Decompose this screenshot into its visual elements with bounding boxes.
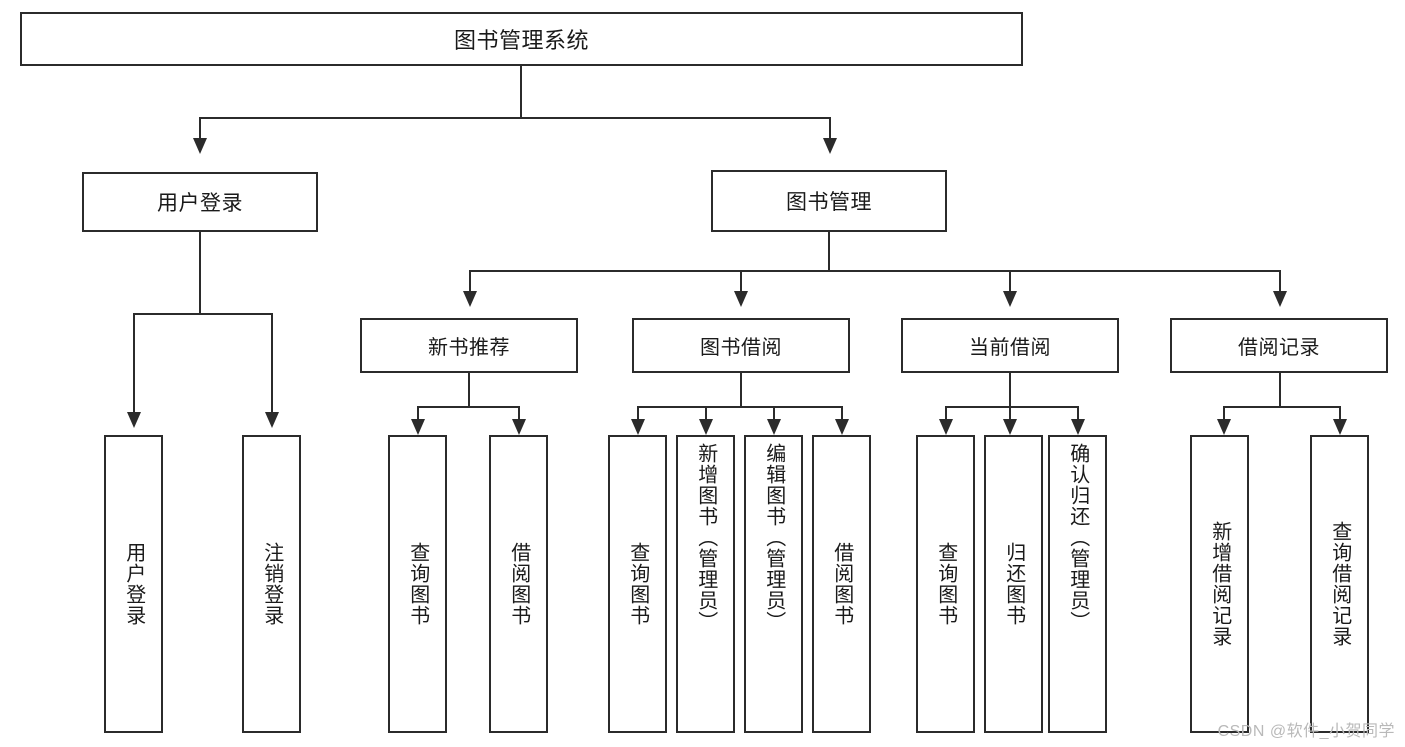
edge-br-stem (1279, 373, 1281, 407)
edge-nbr-stem (468, 373, 470, 407)
edge-root-branch-left (199, 117, 201, 140)
leaf-user-login[interactable]: 用户登录 (104, 435, 163, 733)
edge-bb-branch-4 (841, 406, 843, 420)
edge-bm-branch-4 (1279, 270, 1281, 292)
arrowhead-to-user-login-leaf (127, 412, 141, 428)
leaf-cb-confirm-return-admin[interactable]: 确认归还（管理员） (1048, 435, 1107, 733)
arrowhead-nbr-leaf-2 (512, 419, 526, 435)
edge-bm-branch-1 (469, 270, 471, 292)
leaf-br-add-record[interactable]: 新增借阅记录 (1190, 435, 1249, 733)
arrowhead-to-book-borrow (734, 291, 748, 307)
leaf-br-query-record[interactable]: 查询借阅记录 (1310, 435, 1369, 733)
edge-cb-branch-1 (945, 406, 947, 420)
edge-root-hub (199, 117, 831, 119)
node-borrow-record[interactable]: 借阅记录 (1170, 318, 1388, 373)
arrowhead-br-leaf-2 (1333, 419, 1347, 435)
edge-cb-hub (945, 406, 1079, 408)
node-new-book-recommend[interactable]: 新书推荐 (360, 318, 578, 373)
arrowhead-to-book-management (823, 138, 837, 154)
node-current-borrow[interactable]: 当前借阅 (901, 318, 1119, 373)
node-root-book-management-system[interactable]: 图书管理系统 (20, 12, 1023, 66)
arrowhead-to-current-borrow (1003, 291, 1017, 307)
edge-nbr-hub (417, 406, 520, 408)
arrowhead-to-new-book-recommend (463, 291, 477, 307)
arrowhead-to-logout-leaf (265, 412, 279, 428)
leaf-bb-borrow-books[interactable]: 借阅图书 (812, 435, 871, 733)
edge-bb-stem (740, 373, 742, 407)
node-user-login[interactable]: 用户登录 (82, 172, 318, 232)
arrowhead-to-borrow-record (1273, 291, 1287, 307)
arrowhead-nbr-leaf-1 (411, 419, 425, 435)
edge-bb-branch-1 (637, 406, 639, 420)
edge-bb-branch-3 (773, 406, 775, 420)
arrowhead-cb-leaf-3 (1071, 419, 1085, 435)
edge-user-login-branch-1 (133, 313, 135, 413)
edge-br-branch-2 (1339, 406, 1341, 420)
edge-nbr-branch-2 (518, 406, 520, 420)
node-book-management[interactable]: 图书管理 (711, 170, 947, 232)
edge-cb-stem (1009, 373, 1011, 407)
edge-book-management-stem (828, 232, 830, 271)
arrowhead-cb-leaf-2 (1003, 419, 1017, 435)
edge-nbr-branch-1 (417, 406, 419, 420)
arrowhead-to-user-login (193, 138, 207, 154)
leaf-cb-return-books[interactable]: 归还图书 (984, 435, 1043, 733)
edge-book-management-hub (469, 270, 1280, 272)
csdn-watermark: CSDN @软件_小贺同学 (1217, 723, 1395, 740)
edge-bm-branch-2 (740, 270, 742, 292)
leaf-bb-edit-book-admin[interactable]: 编辑图书（管理员） (744, 435, 803, 733)
edge-root-branch-right (829, 117, 831, 140)
arrowhead-bb-leaf-2 (699, 419, 713, 435)
edge-user-login-hub (133, 313, 273, 315)
leaf-nbr-query-books[interactable]: 查询图书 (388, 435, 447, 733)
edge-cb-branch-2 (1009, 406, 1011, 420)
arrowhead-cb-leaf-1 (939, 419, 953, 435)
arrowhead-br-leaf-1 (1217, 419, 1231, 435)
leaf-logout[interactable]: 注销登录 (242, 435, 301, 733)
edge-br-branch-1 (1223, 406, 1225, 420)
edge-bb-branch-2 (705, 406, 707, 420)
arrowhead-bb-leaf-4 (835, 419, 849, 435)
arrowhead-bb-leaf-3 (767, 419, 781, 435)
leaf-nbr-borrow-books[interactable]: 借阅图书 (489, 435, 548, 733)
edge-br-hub (1223, 406, 1341, 408)
node-book-borrow[interactable]: 图书借阅 (632, 318, 850, 373)
leaf-bb-query-books[interactable]: 查询图书 (608, 435, 667, 733)
edge-cb-branch-3 (1077, 406, 1079, 420)
arrowhead-bb-leaf-1 (631, 419, 645, 435)
edge-user-login-branch-2 (271, 313, 273, 413)
edge-user-login-stem (199, 232, 201, 314)
edge-root-stem (520, 66, 522, 118)
leaf-bb-add-book-admin[interactable]: 新增图书（管理员） (676, 435, 735, 733)
edge-bm-branch-3 (1009, 270, 1011, 292)
edge-bb-hub (637, 406, 842, 408)
leaf-cb-query-books[interactable]: 查询图书 (916, 435, 975, 733)
